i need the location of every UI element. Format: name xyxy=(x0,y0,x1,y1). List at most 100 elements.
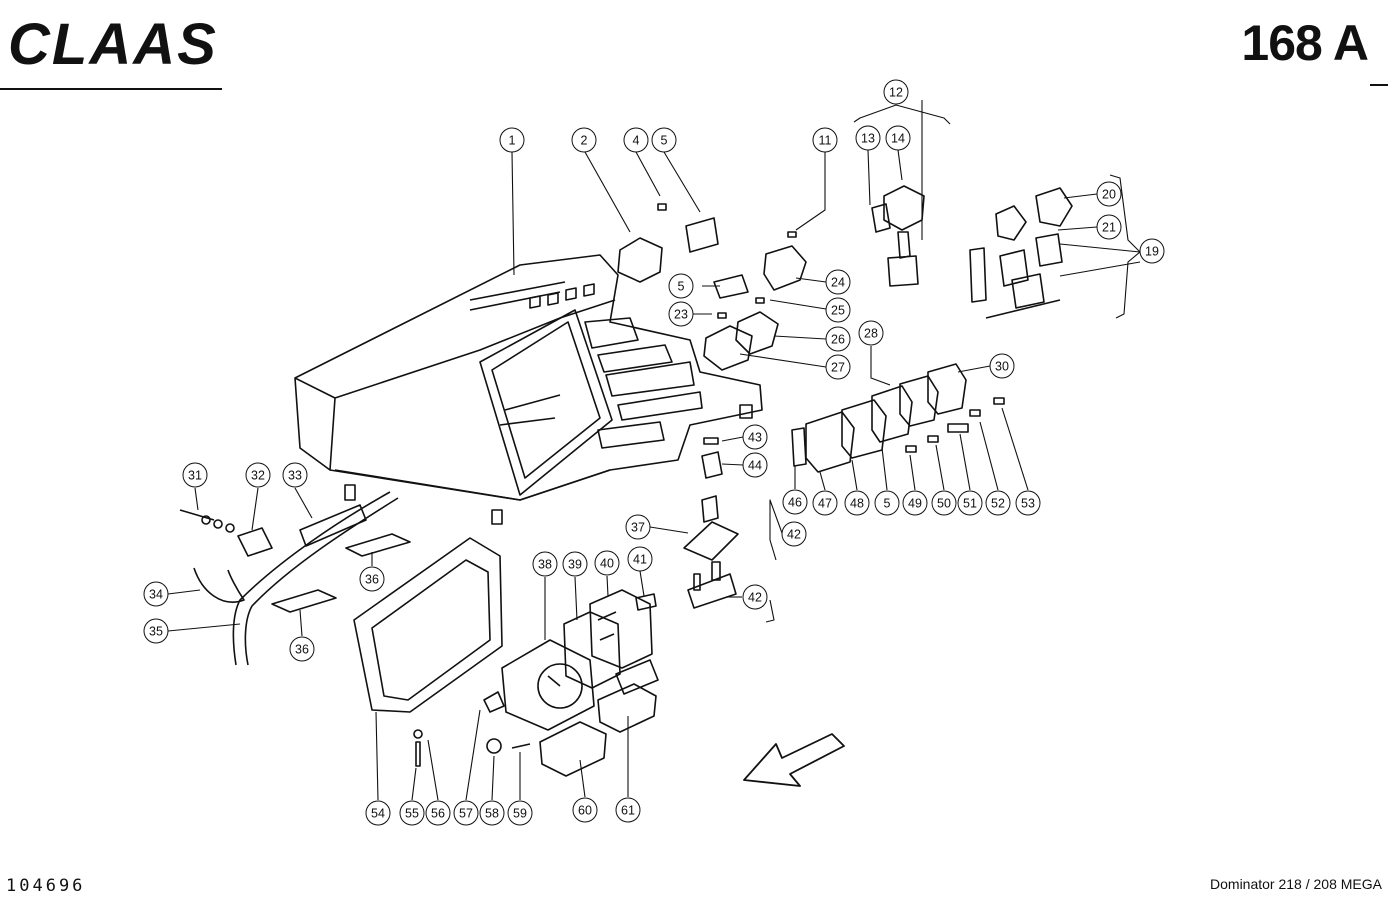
leader-lines xyxy=(167,100,1141,801)
svg-text:41: 41 xyxy=(633,553,647,567)
svg-text:23: 23 xyxy=(674,308,688,322)
callout: 5 xyxy=(651,127,677,153)
callout: 2 xyxy=(571,127,597,153)
svg-text:34: 34 xyxy=(149,588,163,602)
svg-text:42: 42 xyxy=(748,591,762,605)
fasteners-and-cable xyxy=(179,491,411,666)
svg-text:46: 46 xyxy=(788,496,802,510)
callout: 38 xyxy=(532,551,558,577)
callout: 42 xyxy=(742,584,768,610)
svg-text:5: 5 xyxy=(661,134,668,148)
svg-text:61: 61 xyxy=(621,804,635,818)
callout: 59 xyxy=(507,800,533,826)
callout: 23 xyxy=(668,301,694,327)
svg-text:38: 38 xyxy=(538,558,552,572)
svg-text:32: 32 xyxy=(251,469,265,483)
callout: 5 xyxy=(874,490,900,516)
callout: 61 xyxy=(615,797,641,823)
svg-text:55: 55 xyxy=(405,807,419,821)
svg-text:59: 59 xyxy=(513,807,527,821)
callout: 49 xyxy=(902,490,928,516)
callout: 51 xyxy=(957,490,983,516)
svg-text:49: 49 xyxy=(908,497,922,511)
svg-text:42: 42 xyxy=(787,528,801,542)
instrument-cluster xyxy=(501,589,659,777)
rotary-switch-right xyxy=(969,187,1073,319)
callout: 30 xyxy=(989,353,1015,379)
callout: 1 xyxy=(499,127,525,153)
rocker-switch-row xyxy=(791,363,1005,473)
callout: 14 xyxy=(885,125,911,151)
callout: 56 xyxy=(425,800,451,826)
svg-text:21: 21 xyxy=(1102,221,1116,235)
svg-text:5: 5 xyxy=(884,497,891,511)
callout: 28 xyxy=(858,320,884,346)
svg-text:39: 39 xyxy=(568,558,582,572)
callout: 19 xyxy=(1139,238,1165,264)
svg-text:51: 51 xyxy=(963,497,977,511)
callout: 53 xyxy=(1015,490,1041,516)
svg-text:28: 28 xyxy=(864,327,878,341)
logo-text: CLAAS xyxy=(8,14,218,70)
callout: 24 xyxy=(825,269,851,295)
callout: 5 xyxy=(668,273,694,299)
svg-text:36: 36 xyxy=(295,643,309,657)
callout: 4 xyxy=(623,127,649,153)
svg-text:37: 37 xyxy=(631,521,645,535)
callout: 46 xyxy=(782,489,808,515)
svg-text:56: 56 xyxy=(431,807,445,821)
svg-text:2: 2 xyxy=(581,134,588,148)
callout: 36 xyxy=(359,566,385,592)
callout: 47 xyxy=(812,490,838,516)
svg-text:35: 35 xyxy=(149,625,163,639)
svg-text:58: 58 xyxy=(485,807,499,821)
callout: 11 xyxy=(812,127,838,153)
display-frame xyxy=(353,537,531,767)
callout: 55 xyxy=(399,800,425,826)
svg-text:43: 43 xyxy=(748,431,762,445)
svg-text:20: 20 xyxy=(1102,188,1116,202)
bracket-37-42 xyxy=(635,495,739,611)
callout: 20 xyxy=(1096,181,1122,207)
callout: 37 xyxy=(625,514,651,540)
svg-text:11: 11 xyxy=(819,134,832,148)
svg-text:5: 5 xyxy=(678,280,685,294)
callout: 52 xyxy=(985,490,1011,516)
svg-text:1: 1 xyxy=(509,134,516,148)
callout: 57 xyxy=(453,800,479,826)
callout: 42 xyxy=(781,521,807,547)
page-number: 168 A xyxy=(1241,15,1369,71)
svg-text:53: 53 xyxy=(1021,497,1035,511)
callout: 48 xyxy=(844,490,870,516)
svg-text:40: 40 xyxy=(600,557,614,571)
callout: 31 xyxy=(182,462,208,488)
callout: 40 xyxy=(594,550,620,576)
callout: 34 xyxy=(143,581,169,607)
svg-text:24: 24 xyxy=(831,276,845,290)
callout: 58 xyxy=(479,800,505,826)
rotary-switch-left xyxy=(871,185,925,287)
svg-text:27: 27 xyxy=(831,361,845,375)
header-underline xyxy=(0,88,222,90)
callout: 44 xyxy=(742,452,768,478)
callout: 32 xyxy=(245,462,271,488)
callout: 36 xyxy=(289,636,315,662)
callout: 50 xyxy=(931,490,957,516)
callout-bubbles: 1 2 4 5 11 12 13 14 19 20 21 23 24 25 26… xyxy=(143,79,1165,826)
callout: 60 xyxy=(572,797,598,823)
svg-text:25: 25 xyxy=(831,304,845,318)
svg-text:48: 48 xyxy=(850,497,864,511)
callout: 26 xyxy=(825,326,851,352)
callout: 41 xyxy=(627,546,653,572)
callout: 21 xyxy=(1096,214,1122,240)
callout: 54 xyxy=(365,800,391,826)
svg-text:47: 47 xyxy=(818,497,832,511)
svg-text:12: 12 xyxy=(889,86,903,100)
switch-group-top xyxy=(617,203,807,371)
svg-text:36: 36 xyxy=(365,573,379,587)
callout: 12 xyxy=(883,79,909,105)
callout: 35 xyxy=(143,618,169,644)
svg-text:44: 44 xyxy=(748,459,762,473)
svg-text:60: 60 xyxy=(578,804,592,818)
